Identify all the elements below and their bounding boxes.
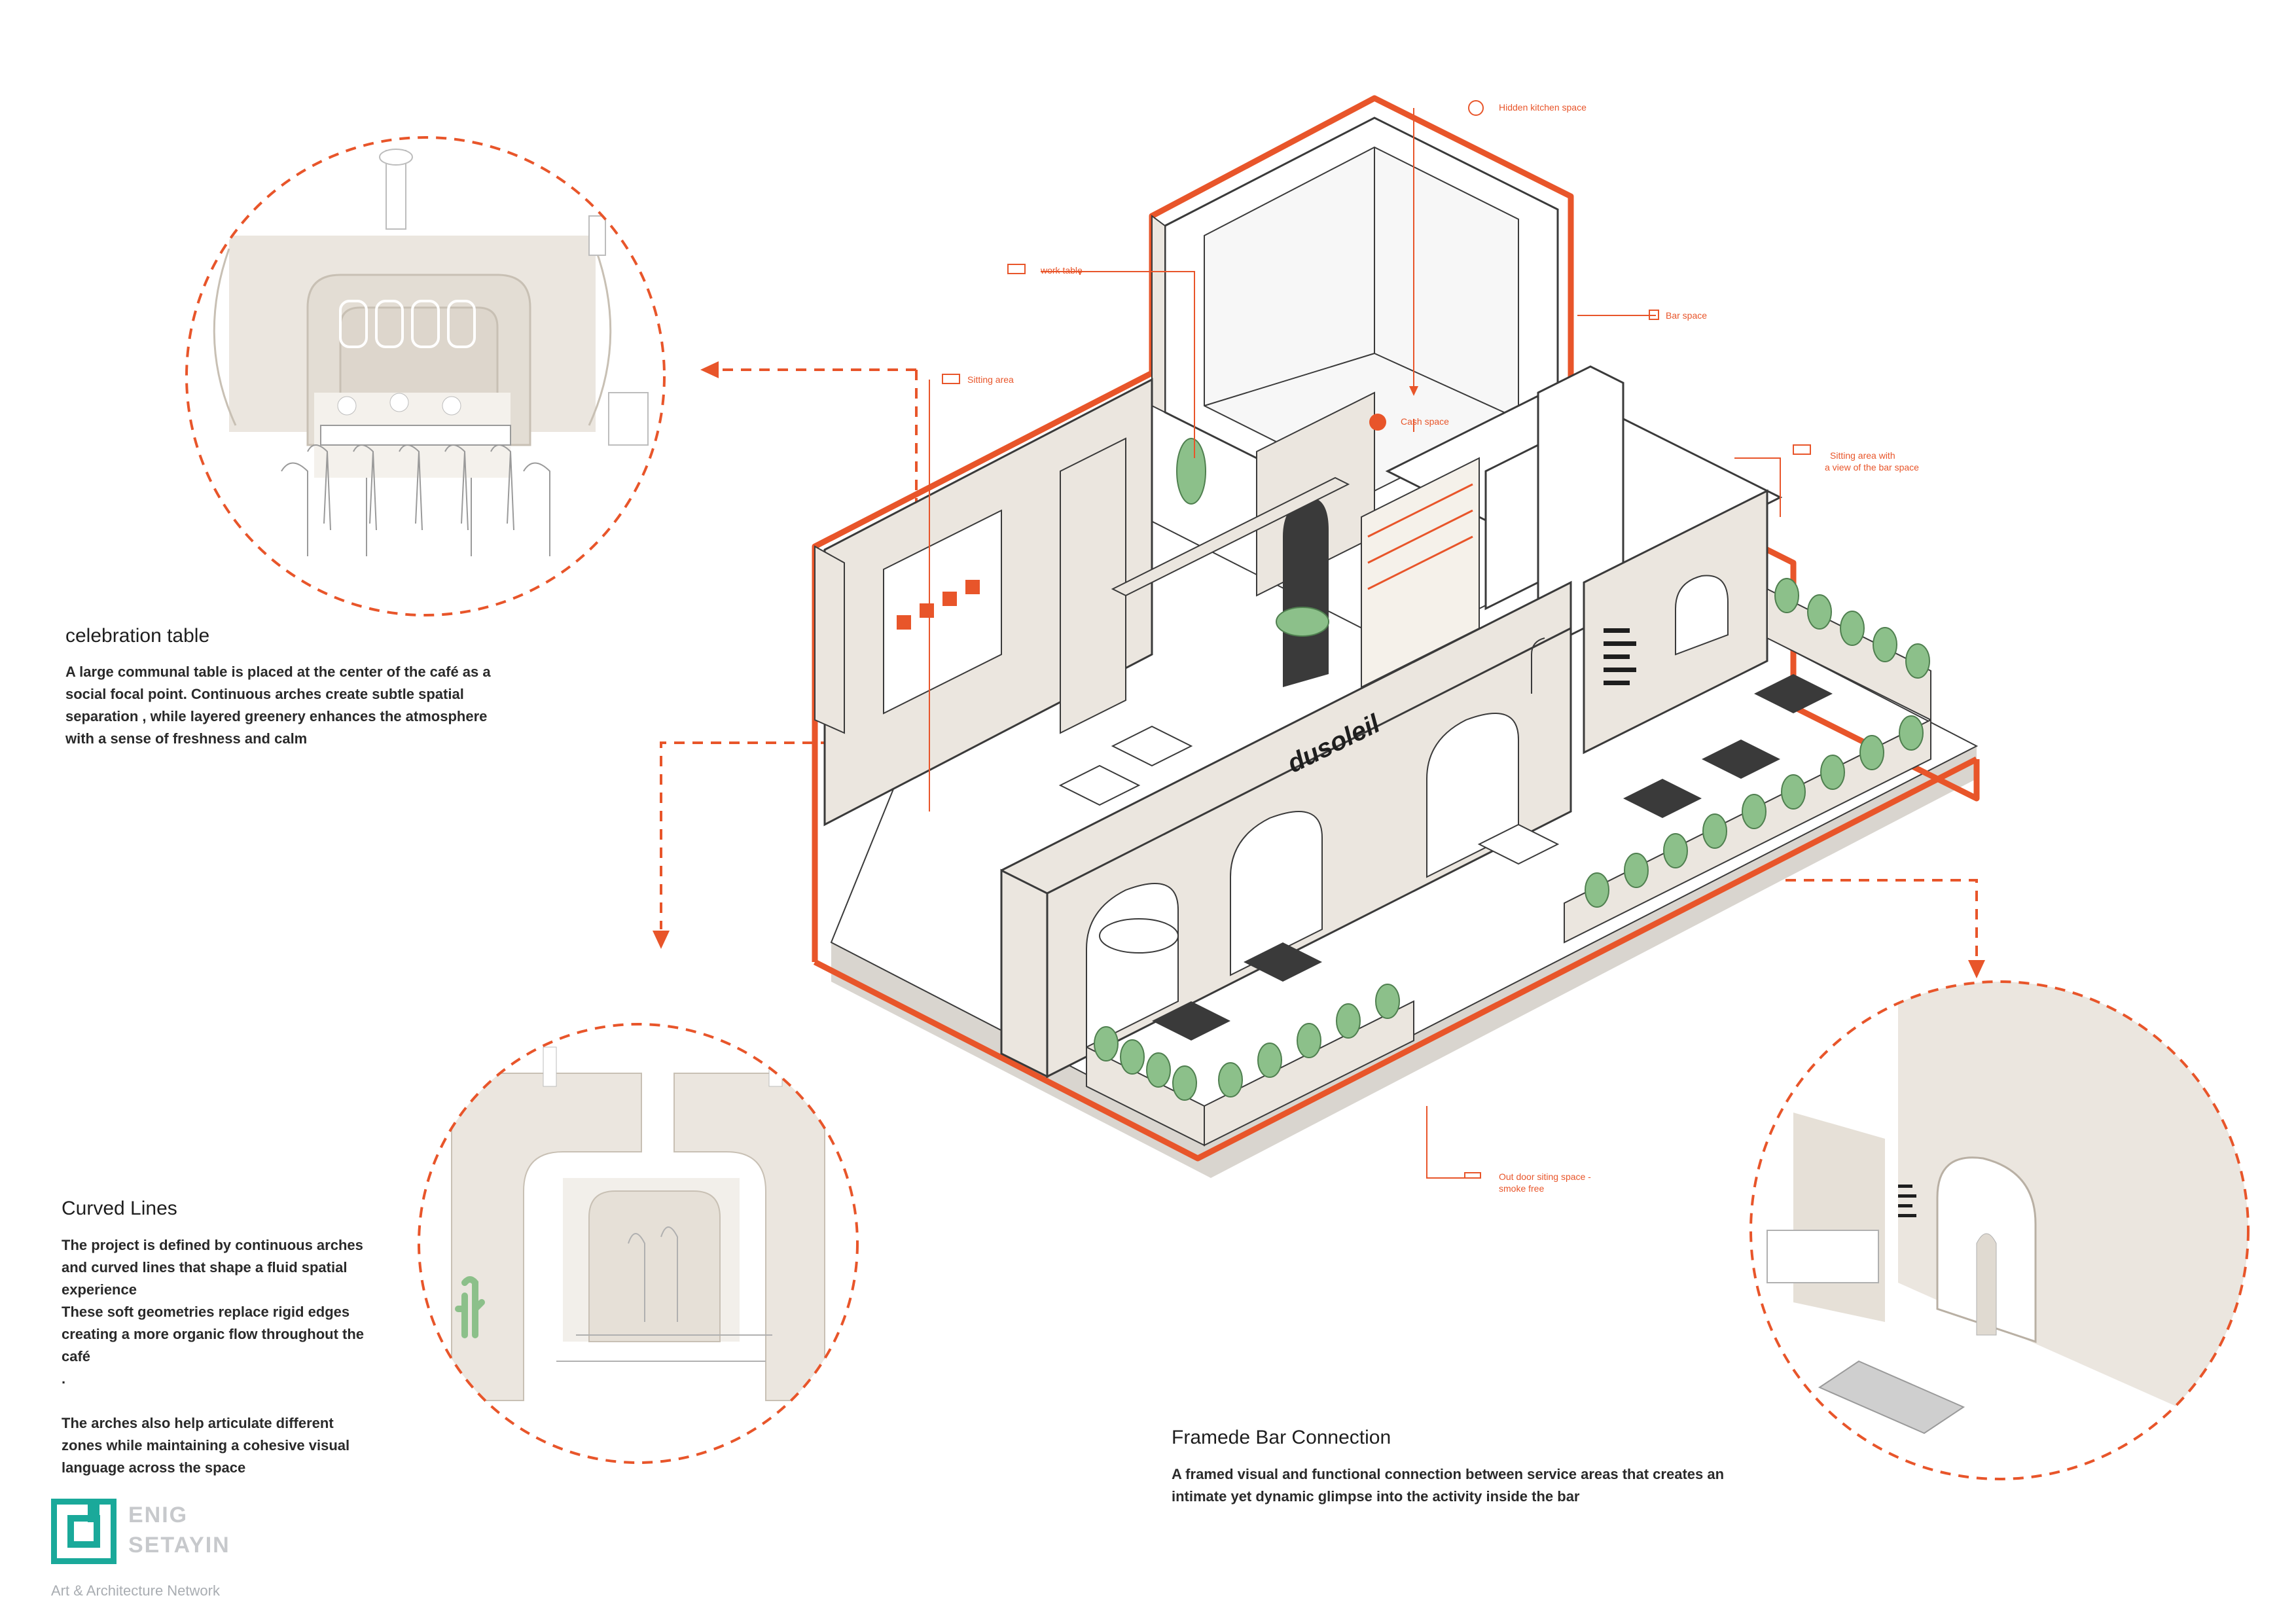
label-bar-space: Bar space — [1666, 310, 1708, 321]
label-icons — [942, 100, 1811, 1179]
label-sitting-view-2: a view of the bar space — [1825, 462, 1919, 473]
logo-subtitle: Art & Architecture Network — [51, 1582, 220, 1599]
label-sitting-area: Sitting area — [967, 374, 1014, 385]
logo-watermark: ENIG SETAYIN Art & Architecture Network — [51, 1499, 287, 1610]
label-markers — [1369, 386, 1418, 431]
vignette-curved-lines — [418, 1023, 859, 1464]
vignette-celebration-table — [185, 136, 666, 616]
arrow-heads — [653, 361, 1985, 978]
celebration-title: celebration table — [65, 625, 210, 647]
framed-body: A framed visual and functional connectio… — [1172, 1466, 1725, 1505]
label-sitting-view-1: Sitting area with — [1830, 450, 1895, 461]
logo-name-line1: ENIG — [128, 1503, 188, 1527]
logo-mark-icon — [51, 1499, 117, 1564]
celebration-body: A large communal table is placed at the … — [65, 664, 491, 747]
curved-title: Curved Lines — [62, 1198, 177, 1219]
isometric-cafe — [812, 95, 1980, 1178]
label-outdoor-2: smoke free — [1499, 1183, 1545, 1194]
label-hidden-kitchen: Hidden kitchen space — [1499, 102, 1587, 113]
orange-outline — [812, 95, 1980, 1162]
label-leaders — [929, 108, 1781, 1179]
label-work-table: work table — [1041, 265, 1083, 276]
logo-name-line2: SETAYIN — [128, 1533, 230, 1558]
curved-body: The project is defined by continuous arc… — [62, 1237, 365, 1476]
framed-title: Framede Bar Connection — [1172, 1427, 1391, 1448]
label-cash-space: Cash space — [1401, 416, 1449, 427]
vignette-framed-bar — [1749, 980, 2250, 1480]
label-outdoor-1: Out door siting space - — [1499, 1171, 1591, 1182]
